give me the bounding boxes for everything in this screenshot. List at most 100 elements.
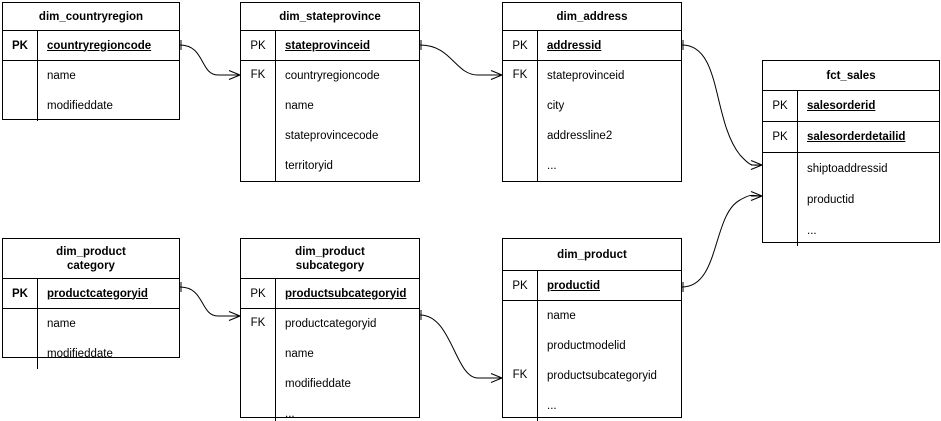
field-cell: ... [798, 215, 939, 246]
relationship-line [681, 44, 763, 166]
field-cell-pk: stateprovinceid [276, 31, 419, 61]
field-cell: modifieddate [38, 339, 179, 369]
field-cell: productsubcategoryid [538, 361, 681, 391]
key-cell: PK [763, 122, 797, 153]
key-cell [3, 309, 37, 339]
field-cell-pk: salesorderdetailid [798, 122, 939, 153]
field-label: modifieddate [47, 100, 113, 112]
field-label: name [547, 310, 576, 322]
field-column: productsubcategoryid productcategoryid nam… [276, 279, 419, 421]
field-cell: name [538, 301, 681, 331]
field-label: countryregioncode [285, 70, 380, 82]
field-cell: productcategoryid [276, 309, 419, 339]
field-column: productid name productmodelid productsubcat… [538, 271, 681, 421]
key-cell [3, 91, 37, 121]
field-cell: addressline2 [538, 121, 681, 151]
key-cell: PK [3, 31, 37, 61]
key-cell [3, 339, 37, 369]
field-label: salesorderdetailid [807, 131, 906, 143]
merged-key-cell: FK [512, 69, 528, 81]
field-cell: ... [276, 399, 419, 421]
field-cell-pk: productcategoryid [38, 279, 179, 309]
field-cell: ... [538, 391, 681, 421]
field-cell: productid [798, 184, 939, 215]
field-cell: modifieddate [276, 369, 419, 399]
key-cell: PK [503, 31, 537, 61]
field-label: productmodelid [547, 340, 626, 352]
key-column: PK FK [503, 31, 538, 181]
relationship-stateprovince-to-address [419, 40, 503, 80]
field-cell-pk: productsubcategoryid [276, 279, 419, 309]
field-label: name [47, 318, 76, 330]
merged-key-cell: FK [250, 317, 266, 329]
field-label: stateprovincecode [285, 130, 379, 142]
key-cell: PK [763, 91, 797, 122]
relationship-line [419, 44, 502, 76]
key-column: PK FK [241, 279, 276, 421]
field-cell: ... [538, 151, 681, 181]
field-cell: stateprovinceid [538, 61, 681, 91]
relationship-countryregion-to-stateprovince [179, 40, 241, 80]
field-column: productcategoryid name modifieddate [38, 279, 179, 369]
relationship-subcategory-to-product [419, 310, 503, 383]
cardinality-many-marker [228, 311, 241, 321]
field-column: countryregioncode name modifieddate [38, 31, 179, 121]
field-label: productcategoryid [47, 287, 148, 300]
entity-body: PK FK addressid stateprovinceid city addressl… [503, 31, 681, 181]
relationship-line [419, 314, 502, 379]
field-label: productsubcategoryid [547, 370, 657, 382]
field-label: addressid [547, 39, 602, 52]
field-label: ... [285, 408, 295, 420]
key-cell: PK [503, 271, 537, 301]
field-label: addressline2 [547, 130, 613, 142]
relationship-productcategory-to-subcategory [179, 282, 241, 321]
entity-title: dim_product category [3, 239, 179, 279]
field-cell: productmodelid [538, 331, 681, 361]
field-label: productcategoryid [285, 318, 377, 330]
field-label: name [47, 70, 76, 82]
relationship-product-to-fctsales [681, 191, 763, 292]
key-cell: PK [241, 279, 275, 309]
relationship-address-to-fctsales [681, 40, 763, 170]
field-label: productid [547, 279, 601, 292]
relationship-line [179, 44, 240, 76]
field-label: shiptoaddressid [807, 162, 888, 175]
field-cell: name [276, 91, 419, 121]
field-label: name [285, 348, 314, 360]
cardinality-many-marker [490, 70, 503, 80]
entity-title: dim_countryregion [3, 3, 179, 31]
merged-key-cell: FK [250, 69, 266, 81]
field-label: modifieddate [47, 348, 113, 360]
field-label: stateprovinceid [547, 70, 625, 82]
field-cell: territoryid [276, 151, 419, 181]
key-column: PK [3, 31, 38, 121]
entity-body: PK FK productsubcategoryid productcategoryi… [241, 279, 419, 421]
field-cell-pk: countryregioncode [38, 31, 179, 61]
field-label: ... [807, 224, 817, 237]
field-cell: countryregioncode [276, 61, 419, 91]
field-cell-pk: productid [538, 271, 681, 301]
field-label: territoryid [285, 160, 333, 172]
field-label: modifieddate [285, 378, 351, 390]
entity-title: dim_product subcategory [241, 239, 419, 279]
field-cell: name [38, 61, 179, 91]
field-label: city [547, 100, 565, 112]
entity-title: dim_address [503, 3, 681, 31]
entity-title: dim_stateprovince [241, 3, 419, 31]
